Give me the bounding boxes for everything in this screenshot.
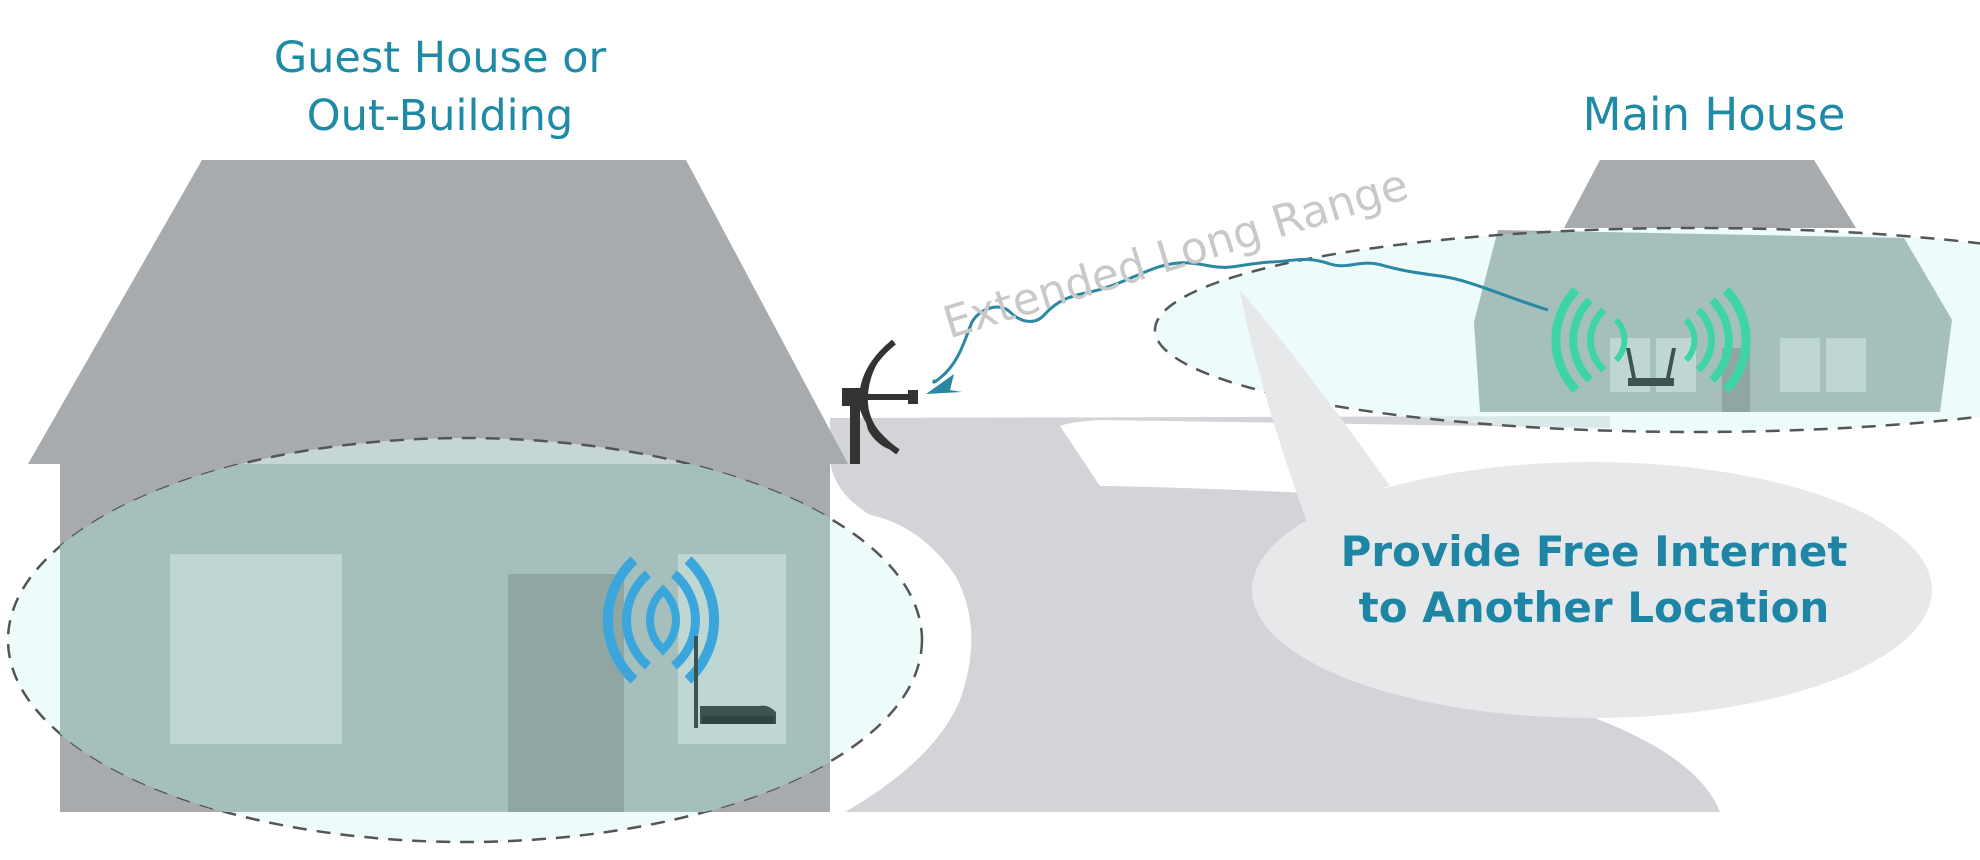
directional-antenna-icon	[842, 339, 918, 464]
guest-house-label-line2: Out-Building	[307, 91, 573, 141]
guest-house-label-line1: Guest House or	[274, 33, 607, 83]
wifi-signal-icon	[602, 556, 720, 684]
router-icon	[694, 636, 776, 728]
main-router-icon	[1626, 348, 1676, 386]
callout-line2: to Another Location	[1359, 583, 1830, 632]
guest-house	[6, 160, 924, 844]
wireless-link	[932, 257, 1549, 384]
link-arrowhead	[926, 374, 962, 394]
main-house-label: Main House	[1583, 88, 1846, 141]
road-inner	[1044, 440, 1400, 560]
guest-window-left	[170, 554, 342, 744]
guest-house-roof	[28, 160, 848, 464]
callout-line1: Provide Free Internet	[1341, 527, 1848, 576]
callout-bubble	[1240, 290, 1932, 718]
main-house	[1153, 160, 1980, 434]
main-wifi-signal-icon	[1551, 286, 1751, 394]
